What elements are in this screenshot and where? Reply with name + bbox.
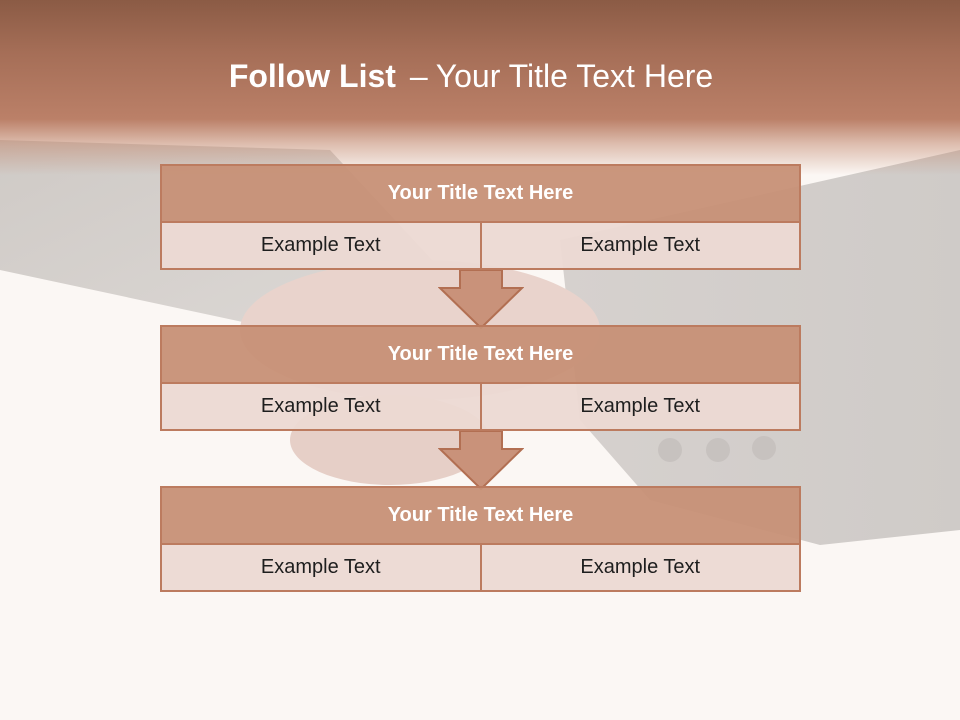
step-title: Your Title Text Here [162,327,799,384]
step-title: Your Title Text Here [162,488,799,545]
step-row: Example Text Example Text [162,223,799,268]
step-cell-right: Example Text [479,384,799,429]
step-title: Your Title Text Here [162,166,799,223]
step-box-1: Your Title Text Here Example Text Exampl… [160,164,801,270]
step-cell-right: Example Text [479,545,799,590]
step-cell-right: Example Text [479,223,799,268]
title-separator: – [409,58,428,94]
step-box-2: Your Title Text Here Example Text Exampl… [160,325,801,431]
title-rest: Your Title Text Here [435,58,714,94]
down-arrow-icon [438,431,524,491]
slide-title: Follow List–Your Title Text Here [0,54,942,98]
header-band [0,0,960,175]
step-cell-left: Example Text [162,223,480,268]
step-box-3: Your Title Text Here Example Text Exampl… [160,486,801,592]
step-cell-left: Example Text [162,545,480,590]
step-row: Example Text Example Text [162,384,799,429]
step-row: Example Text Example Text [162,545,799,590]
step-cell-left: Example Text [162,384,480,429]
title-bold-part: Follow List [228,58,396,94]
down-arrow-icon [438,270,524,330]
